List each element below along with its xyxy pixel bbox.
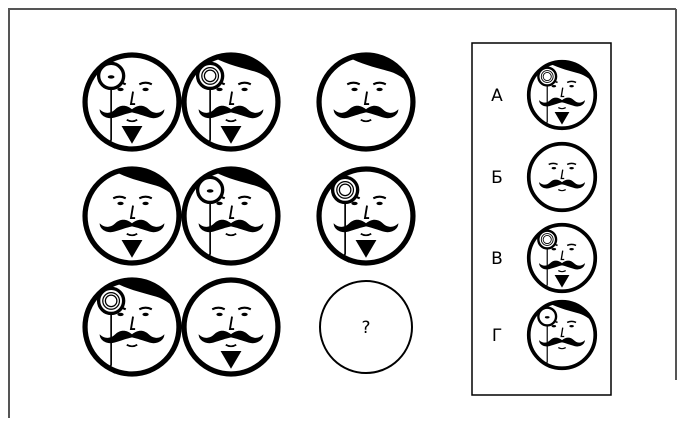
option-face xyxy=(529,58,599,128)
grid-face xyxy=(85,55,179,149)
left-eye xyxy=(552,85,556,87)
left-eye xyxy=(117,88,123,91)
option-label: В xyxy=(491,249,503,269)
question-mark: ? xyxy=(361,318,370,338)
missing-cell: ? xyxy=(320,281,412,373)
grid-face xyxy=(85,164,184,263)
left-eye xyxy=(216,88,222,91)
grid-face xyxy=(85,275,184,374)
right-eye xyxy=(376,202,382,205)
answer-options: А Б В Г xyxy=(491,58,599,368)
option-face xyxy=(529,225,596,292)
grid-face xyxy=(184,280,278,374)
monocle-eye xyxy=(108,75,115,78)
right-eye xyxy=(569,248,573,250)
option-face xyxy=(529,144,596,211)
right-eye xyxy=(569,325,573,327)
grid-face xyxy=(184,164,283,263)
right-eye xyxy=(142,313,148,316)
right-eye xyxy=(376,88,382,91)
right-eye xyxy=(569,167,573,169)
right-eye xyxy=(241,313,247,316)
grid-face xyxy=(184,50,283,149)
option-label: Г xyxy=(492,326,502,346)
option-1[interactable]: А xyxy=(491,58,599,128)
left-eye xyxy=(117,313,123,316)
left-eye xyxy=(552,167,556,169)
right-eye xyxy=(142,88,148,91)
left-eye xyxy=(351,88,357,91)
option-3[interactable]: В xyxy=(491,225,595,292)
option-2[interactable]: Б xyxy=(491,144,595,211)
grid-face xyxy=(319,50,418,149)
left-eye xyxy=(552,325,556,327)
option-face xyxy=(529,298,599,368)
left-eye xyxy=(216,202,222,205)
left-eye xyxy=(351,202,357,205)
left-eye xyxy=(117,202,123,205)
monocle-eye xyxy=(207,189,214,192)
option-label: А xyxy=(491,86,503,106)
puzzle-grid: ? xyxy=(85,50,418,374)
grid-face xyxy=(319,169,413,263)
right-eye xyxy=(241,202,247,205)
left-eye xyxy=(216,313,222,316)
monocle-eye xyxy=(545,316,550,318)
right-eye xyxy=(241,88,247,91)
left-eye xyxy=(552,248,556,250)
right-eye xyxy=(142,202,148,205)
right-eye xyxy=(569,85,573,87)
option-4[interactable]: Г xyxy=(492,298,599,368)
option-label: Б xyxy=(491,168,503,188)
